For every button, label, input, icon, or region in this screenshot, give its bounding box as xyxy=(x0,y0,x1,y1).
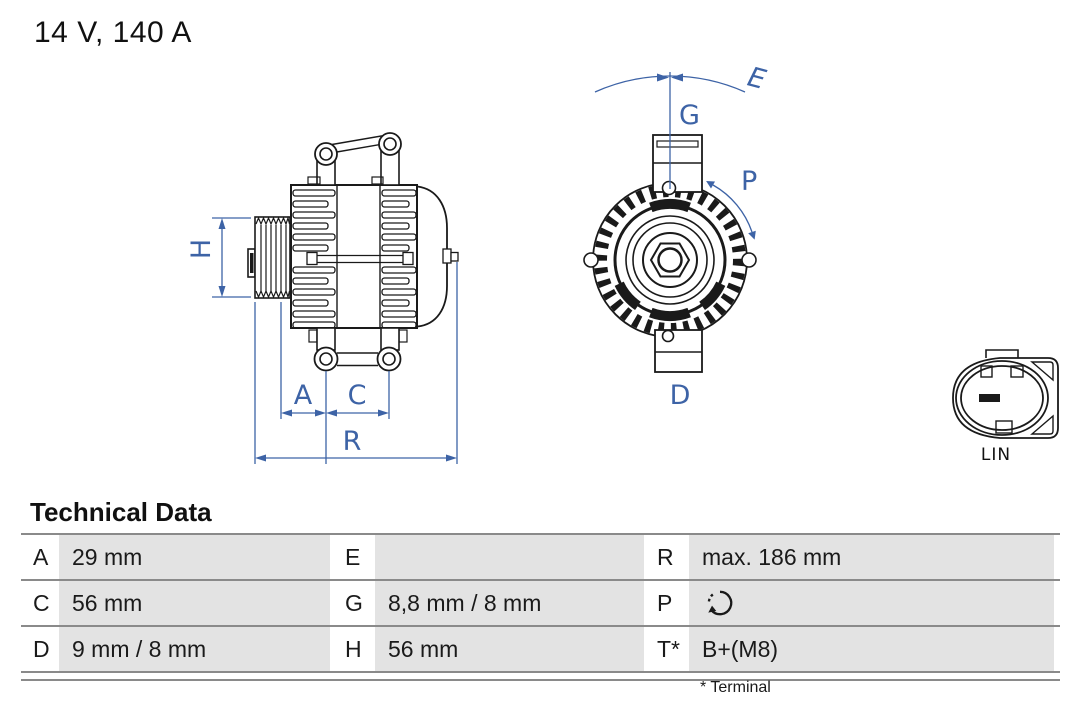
table-row: D 9 mm / 8 mm H 56 mm T* B+(M8) xyxy=(21,627,1060,673)
dim-label-G: G xyxy=(679,100,700,131)
dim-label-C: C xyxy=(348,380,367,411)
stator-teeth-ring xyxy=(594,184,746,336)
section-title: Technical Data xyxy=(30,497,212,527)
side-view-dimensions: H A C R xyxy=(186,217,458,464)
spec-key: C xyxy=(21,581,59,625)
spec-key: H xyxy=(330,627,375,671)
connector-pin xyxy=(979,394,1000,402)
spec-value: B+(M8) xyxy=(689,627,1054,671)
spec-value: 8,8 mm / 8 mm xyxy=(375,581,644,625)
front-top-lug xyxy=(652,134,703,196)
table-row: A 29 mm E R max. 186 mm xyxy=(21,535,1060,581)
shaft-nut-hexagon xyxy=(649,242,691,278)
spec-value: 56 mm xyxy=(375,627,644,671)
connector-label: LIN xyxy=(981,445,1011,465)
dim-label-P: P xyxy=(741,166,757,197)
alternator-body xyxy=(290,184,459,329)
spec-key: T* xyxy=(644,627,689,671)
front-view-drawing: E G P D xyxy=(583,62,769,411)
footnote-terminal: * Terminal xyxy=(700,679,771,696)
front-bottom-lug xyxy=(654,329,703,373)
spec-value-rotation xyxy=(689,581,1054,625)
dim-label-H: H xyxy=(186,239,217,259)
dim-label-R: R xyxy=(343,426,362,457)
spec-key: G xyxy=(330,581,375,625)
top-mounting-ears xyxy=(307,132,402,186)
spec-key: P xyxy=(644,581,689,625)
spec-value: max. 186 mm xyxy=(689,535,1054,579)
spec-value xyxy=(375,535,644,579)
spec-key: D xyxy=(21,627,59,671)
spec-key: R xyxy=(644,535,689,579)
spec-key: A xyxy=(21,535,59,579)
spec-value: 9 mm / 8 mm xyxy=(59,627,330,671)
product-rating: 14 V, 140 A xyxy=(34,16,192,49)
spec-value: 56 mm xyxy=(59,581,330,625)
dim-label-E: E xyxy=(744,62,769,96)
spec-key: E xyxy=(330,535,375,579)
side-view-drawing: H A C R xyxy=(186,132,459,464)
table-bottom-rule xyxy=(21,679,1060,681)
dim-label-D: D xyxy=(670,380,691,411)
pulley xyxy=(247,215,291,300)
bottom-mounting-bracket xyxy=(308,327,408,372)
technical-data-table: A 29 mm E R max. 186 mm C 56 mm G 8,8 mm… xyxy=(21,533,1060,681)
terminal-stud xyxy=(442,248,459,264)
rotation-ccw-icon xyxy=(707,590,733,616)
technical-drawing: H A C R xyxy=(186,62,1059,465)
table-row: C 56 mm G 8,8 mm / 8 mm P xyxy=(21,581,1060,627)
dim-label-A: A xyxy=(294,380,313,411)
connector-drawing: LIN xyxy=(952,349,1059,465)
spec-value: 29 mm xyxy=(59,535,330,579)
